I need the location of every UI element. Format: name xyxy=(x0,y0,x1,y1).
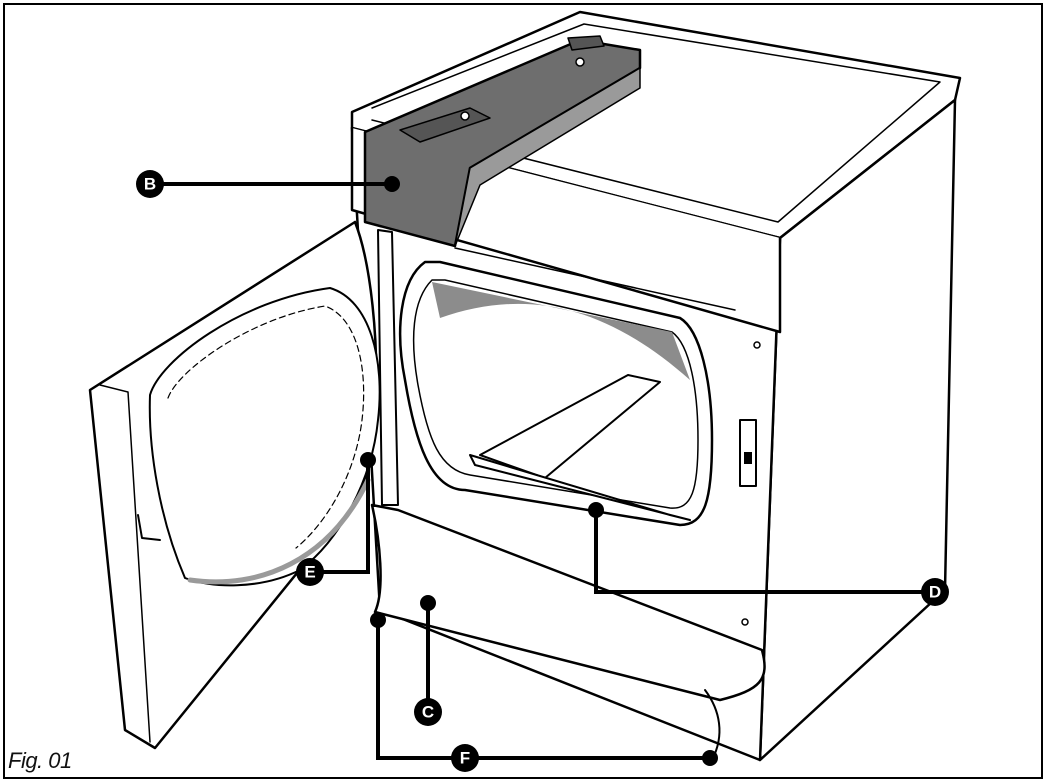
callout-d: D xyxy=(921,578,949,606)
callout-label-f: F xyxy=(460,749,470,768)
callout-label-e: E xyxy=(304,563,315,582)
callout-c: C xyxy=(414,698,442,726)
control-panel xyxy=(363,35,642,248)
callout-b: B xyxy=(136,170,164,198)
leader-f xyxy=(376,620,710,760)
leader-d xyxy=(594,510,935,594)
figure-frame xyxy=(3,3,1043,779)
callout-f: F xyxy=(451,744,479,772)
callout-e: E xyxy=(296,558,324,586)
kick-panel xyxy=(370,503,766,702)
callout-label-c: C xyxy=(422,703,434,722)
callout-label-d: D xyxy=(929,583,941,602)
figure-caption: Fig. 01 xyxy=(8,748,72,773)
leader-e xyxy=(310,460,370,574)
callout-label-b: B xyxy=(144,175,156,194)
